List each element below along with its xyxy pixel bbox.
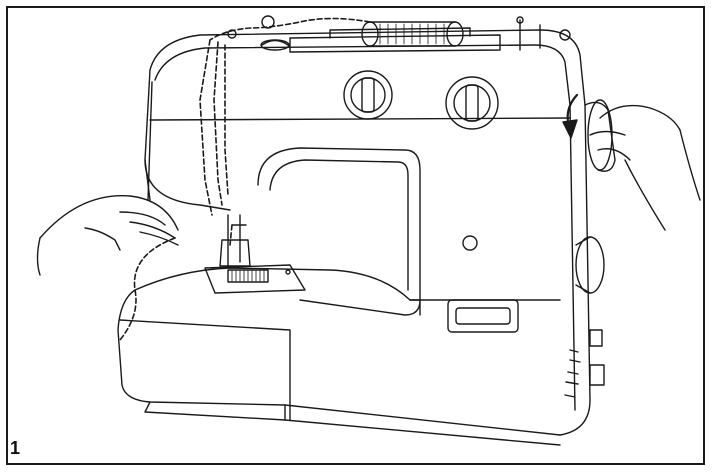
side-panel-marks	[564, 329, 605, 398]
arm-opening	[257, 147, 421, 316]
machine-base	[117, 267, 561, 446]
handwheel-icon	[584, 99, 616, 172]
thread-spool-icon	[361, 16, 571, 51]
right-hand-drawing	[589, 104, 701, 231]
left-hand-drawing	[36, 194, 179, 276]
needle-plate	[204, 264, 306, 294]
figure-number: 1	[10, 438, 21, 458]
front-window	[447, 299, 519, 333]
rotation-arrow-icon	[562, 93, 579, 139]
thread-guides	[227, 15, 290, 51]
presser-foot	[219, 214, 251, 267]
machine-arm	[144, 69, 591, 436]
bobbin-light-icon	[462, 235, 478, 251]
pattern-selector-dial-icon	[445, 76, 499, 130]
stitch-length-dial-icon	[343, 70, 393, 120]
side-knob-icon	[575, 236, 605, 294]
